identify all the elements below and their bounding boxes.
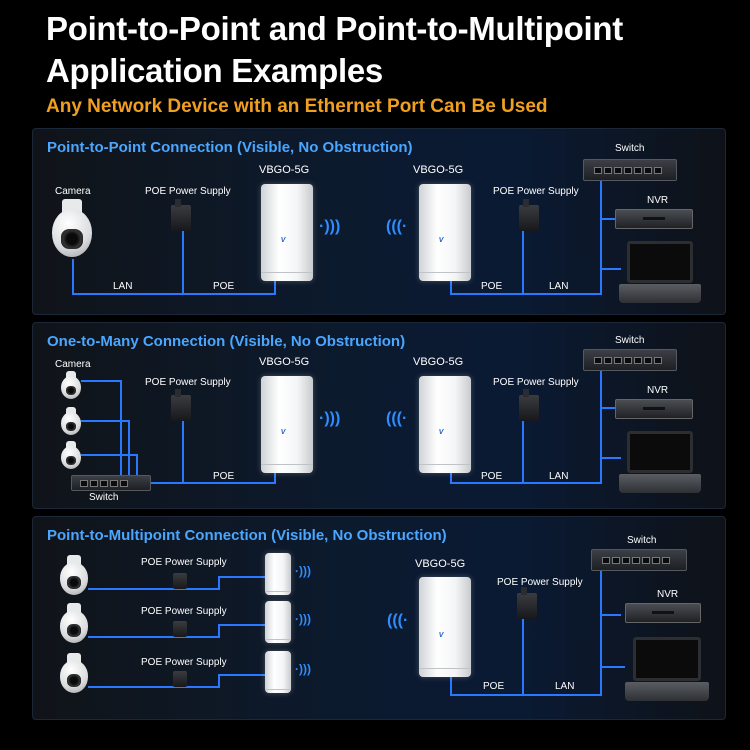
vbgo-radio-small (265, 651, 291, 693)
wifi-signal-icon: ·))) (319, 218, 341, 235)
panel-title: Point-to-Point Connection (Visible, No O… (47, 139, 413, 156)
poe-supply-label: POE Power Supply (141, 557, 227, 568)
vbgo-radio-left: V (261, 184, 313, 281)
wifi-signal-icon: ·))) (295, 564, 311, 578)
panel-title: Point-to-Multipoint Connection (Visible,… (47, 527, 447, 544)
poe-label: POE (213, 471, 235, 482)
vbgo-label: VBGO-5G (259, 356, 310, 368)
poe-adapter-icon (173, 671, 187, 687)
poe-adapter-icon (519, 199, 539, 231)
camera-switch-line (81, 380, 122, 481)
network-switch (591, 549, 687, 571)
switch-label: Switch (627, 535, 657, 546)
nvr-label: NVR (647, 385, 669, 396)
lan-label: LAN (549, 471, 569, 482)
poe-label: POE (213, 281, 235, 292)
vbgo-label: VBGO-5G (413, 164, 464, 176)
cam3-line (88, 677, 184, 688)
wifi-signal-icon: (((· (386, 218, 408, 235)
cam3-poe-line (183, 674, 265, 688)
poe-supply-label: POE Power Supply (493, 186, 579, 197)
poe-label: POE (481, 471, 503, 482)
nvr-label: NVR (657, 589, 679, 600)
vbgo-radio-right: V (419, 577, 471, 677)
page-subtitle: Any Network Device with an Ethernet Port… (46, 96, 548, 117)
lan-line-camera (72, 224, 184, 295)
nvr-device (625, 603, 701, 623)
poe-line-right (450, 617, 524, 696)
poe-adapter-icon (173, 621, 187, 637)
camera-label: Camera (55, 359, 91, 370)
cam1-poe-line (183, 576, 265, 590)
ptz-camera (57, 603, 91, 643)
vbgo-label: VBGO-5G (415, 558, 466, 570)
poe-adapter-icon (519, 389, 539, 421)
network-switch-small (71, 475, 151, 491)
vbgo-radio-small (265, 601, 291, 643)
poe-adapter-icon (171, 199, 191, 231)
panel-point-to-multipoint: Point-to-Multipoint Connection (Visible,… (32, 516, 726, 720)
poe-label: POE (481, 281, 503, 292)
poe-adapter-icon (173, 573, 187, 589)
vbgo-radio-left: V (261, 376, 313, 473)
poe-adapter-icon (517, 587, 537, 619)
network-switch (583, 349, 677, 371)
laptop (619, 431, 701, 493)
lan-label: LAN (549, 281, 569, 292)
poe-supply-label: POE Power Supply (497, 577, 583, 588)
vbgo-label: VBGO-5G (413, 356, 464, 368)
lan-label: LAN (113, 281, 133, 292)
ptz-camera (48, 199, 96, 257)
panel-one-to-many: One-to-Many Connection (Visible, No Obst… (32, 322, 726, 509)
lan-line-right (523, 554, 615, 696)
ptz-camera (59, 441, 83, 469)
poe-supply-label: POE Power Supply (145, 186, 231, 197)
vbgo-radio-right: V (419, 376, 471, 473)
wifi-signal-icon: ·))) (295, 662, 311, 676)
vbgo-radio-right: V (419, 184, 471, 281)
poe-supply-label: POE Power Supply (141, 606, 227, 617)
panel-title: One-to-Many Connection (Visible, No Obst… (47, 333, 406, 350)
camera-label: Camera (55, 186, 91, 197)
cam1-line (88, 579, 184, 590)
nvr-device (615, 209, 693, 229)
panel-point-to-point: Point-to-Point Connection (Visible, No O… (32, 128, 726, 315)
cam2-poe-line (183, 624, 265, 638)
poe-line-left (183, 279, 276, 295)
wifi-signal-icon: (((· (387, 612, 409, 629)
poe-line-right (450, 224, 524, 295)
poe-line-right (450, 411, 524, 484)
poe-supply-label: POE Power Supply (493, 377, 579, 388)
wifi-signal-icon: ·))) (295, 612, 311, 626)
ptz-camera (59, 371, 83, 399)
vbgo-radio-small (265, 553, 291, 595)
switch-label: Switch (89, 492, 119, 503)
poe-label: POE (483, 681, 505, 692)
nvr-label: NVR (647, 195, 669, 206)
laptop (625, 637, 709, 701)
switch-label: Switch (615, 143, 645, 154)
camera-switch-line (81, 420, 130, 481)
ptz-camera (57, 555, 91, 595)
wifi-signal-icon: ·))) (319, 410, 341, 427)
nvr-device (615, 399, 693, 419)
poe-supply-label: POE Power Supply (141, 657, 227, 668)
lan-line-switch-poe (145, 411, 184, 484)
lan-label: LAN (555, 681, 575, 692)
camera-switch-line (81, 454, 138, 481)
poe-adapter-icon (171, 389, 191, 421)
poe-line-left (183, 473, 276, 484)
wifi-signal-icon: (((· (386, 410, 408, 427)
switch-label: Switch (615, 335, 645, 346)
network-switch (583, 159, 677, 181)
cam2-line (88, 627, 184, 638)
laptop (619, 241, 701, 303)
page-title: Point-to-Point and Point-to-Multipoint A… (46, 10, 623, 89)
ptz-camera (59, 407, 83, 435)
vbgo-label: VBGO-5G (259, 164, 310, 176)
connection-lines (88, 554, 625, 696)
poe-supply-label: POE Power Supply (145, 377, 231, 388)
ptz-camera (57, 653, 91, 693)
